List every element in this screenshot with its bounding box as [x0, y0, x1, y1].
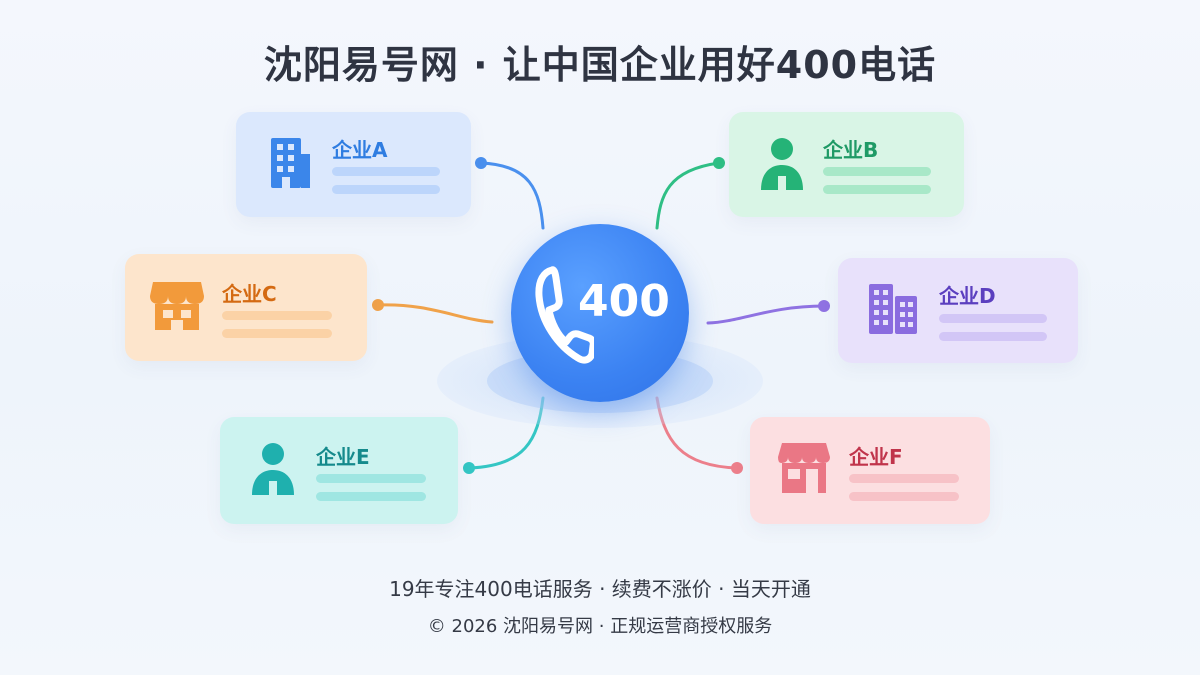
footer-copyright: © 2026 沈阳易号网 · 正规运营商授权服务 [427, 616, 773, 637]
placeholder-bar [332, 167, 440, 176]
company-name-d: 企业D [939, 284, 996, 308]
phone-icon [535, 266, 594, 364]
company-name-a: 企业A [332, 138, 388, 162]
page-title: 沈阳易号网 · 让中国企业用好400电话 [263, 43, 937, 87]
placeholder-bar [222, 329, 332, 338]
company-name-b: 企业B [823, 138, 879, 162]
placeholder-bar [849, 492, 959, 501]
placeholder-bar [939, 332, 1047, 341]
connector-b-dot [713, 157, 725, 169]
connector-b [655, 161, 721, 230]
connector-f-dot [731, 462, 743, 474]
placeholder-bar [316, 492, 426, 501]
footer-tagline: 19年专注400电话服务 · 续费不涨价 · 当天开通 [389, 577, 811, 601]
company-card-d: 企业D [838, 258, 1078, 363]
placeholder-bar [222, 311, 332, 320]
city-buildings-icon [869, 284, 917, 334]
company-card-e: 企业E [220, 417, 458, 524]
hub-number: 400 [578, 276, 670, 327]
placeholder-bar [823, 167, 931, 176]
connector-c-dot [372, 299, 384, 311]
company-card-a: 企业A [236, 112, 471, 217]
placeholder-bar [849, 474, 959, 483]
storefront-icon [150, 282, 204, 330]
connector-c [376, 303, 494, 324]
company-name-c: 企业C [222, 282, 277, 306]
placeholder-bar [332, 185, 440, 194]
company-card-b: 企业B [729, 112, 964, 217]
connector-e-dot [463, 462, 475, 474]
placeholder-bar [316, 474, 426, 483]
placeholder-bar [939, 314, 1047, 323]
placeholder-bar [823, 185, 931, 194]
connector-a-dot [475, 157, 487, 169]
person-icon [761, 138, 803, 190]
company-name-f: 企业F [849, 445, 903, 469]
person-icon [252, 443, 294, 495]
connector-d [706, 304, 826, 325]
company-card-f: 企业F [750, 417, 990, 524]
company-card-c: 企业C [125, 254, 367, 361]
shop-icon [778, 443, 830, 493]
office-building-icon [271, 138, 310, 188]
company-name-e: 企业E [316, 445, 370, 469]
connector-d-dot [818, 300, 830, 312]
connector-a [479, 161, 545, 230]
